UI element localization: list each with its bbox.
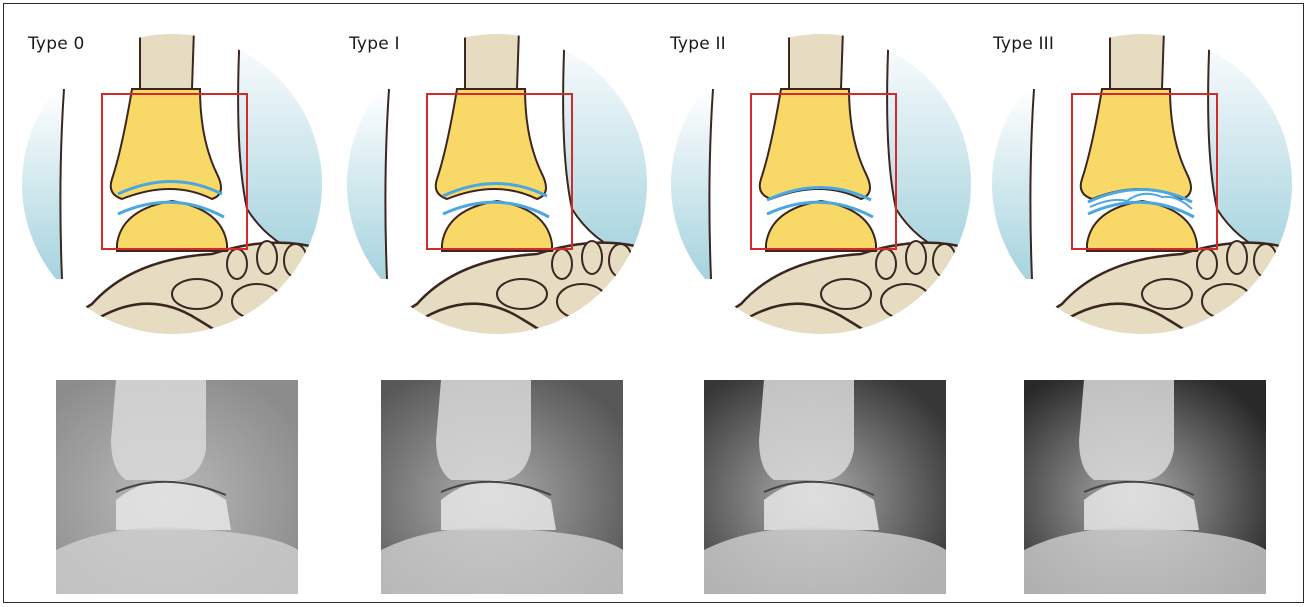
figure-frame: Type 0 Type I Type II Type III [3,3,1304,603]
tarsal-bone [881,284,931,319]
illustration-content [347,29,647,339]
tarsal-bone [582,241,602,274]
panel-type-0: Type 0 [4,4,331,604]
soft-tissue-left [22,89,64,279]
tibia-shaft [1110,29,1164,89]
tibia-shaft [140,29,194,89]
tarsal-bone [497,279,547,309]
panel-type-1: Type I [331,4,658,604]
xray-tibia [1079,380,1174,480]
lateral-xray-image [704,380,946,594]
tarsal-bone [257,241,277,274]
xray-calcaneus [704,528,946,595]
tarsal-bone [1202,284,1252,319]
ankle-illustration [22,29,322,339]
tarsal-bone [232,284,282,319]
ankle-illustration [992,29,1292,339]
tarsal-bone [1197,249,1217,279]
soft-tissue-left [347,89,389,279]
illustration-content [992,29,1292,339]
tarsal-bone [552,249,572,279]
tarsal-bone [933,244,956,277]
xray-tibia [759,380,854,480]
tarsal-bone [609,244,632,277]
tibia-shaft [789,29,843,89]
tarsal-bone [906,241,926,274]
tarsal-bone [284,244,307,277]
lateral-xray-image [56,380,298,594]
xray-calcaneus [1024,528,1266,595]
panel-type-3: Type III [976,4,1303,604]
tarsal-bone [227,249,247,279]
lateral-xray-image [381,380,623,594]
tarsal-bone [1142,279,1192,309]
illustration-content [671,29,971,339]
xray-tibia [111,380,206,480]
lateral-xray-image [1024,380,1266,594]
tibia-shaft [465,29,519,89]
tarsal-bone [1254,244,1277,277]
tarsal-bone [1227,241,1247,274]
tarsal-bone [821,279,871,309]
illustration-content [22,29,322,339]
ankle-illustration [347,29,647,339]
soft-tissue-left [671,89,713,279]
tarsal-bone [557,284,607,319]
xray-calcaneus [381,528,623,595]
xray-tibia [436,380,531,480]
panel-type-2: Type II [658,4,985,604]
soft-tissue-left [992,89,1034,279]
tarsal-bone [172,279,222,309]
xray-calcaneus [56,528,298,595]
tarsal-bone [876,249,896,279]
ankle-illustration [671,29,971,339]
